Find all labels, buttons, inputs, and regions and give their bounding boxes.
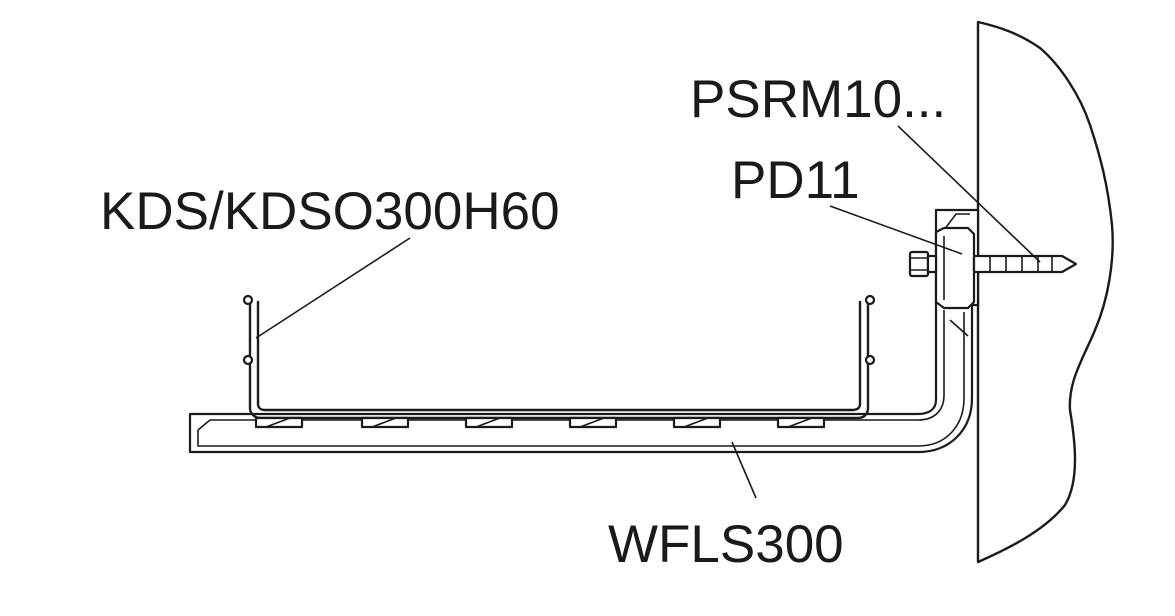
- leader-bracket: [731, 441, 757, 499]
- label-anchor: PSRM10...: [690, 70, 946, 129]
- washer-pd11: [934, 226, 976, 310]
- wall: [976, 20, 1114, 564]
- anchor-bolt-psrm10: [908, 250, 1078, 278]
- label-bracket: WFLS300: [608, 515, 844, 574]
- tray-clamp: [776, 416, 826, 429]
- tray-clamp: [672, 416, 722, 429]
- tray-clamp: [464, 416, 514, 429]
- tray-clamp: [568, 416, 618, 429]
- tray-clamp: [360, 416, 410, 429]
- cable-tray-kds: [242, 294, 876, 429]
- leader-lines: [255, 125, 1041, 499]
- tray-clamp: [254, 416, 304, 429]
- leader-washer: [829, 205, 963, 255]
- label-washer: PD11: [731, 151, 860, 210]
- leader-anchor: [897, 125, 1041, 263]
- label-tray: KDS/KDSO300H60: [100, 182, 560, 241]
- leader-tray: [255, 237, 411, 339]
